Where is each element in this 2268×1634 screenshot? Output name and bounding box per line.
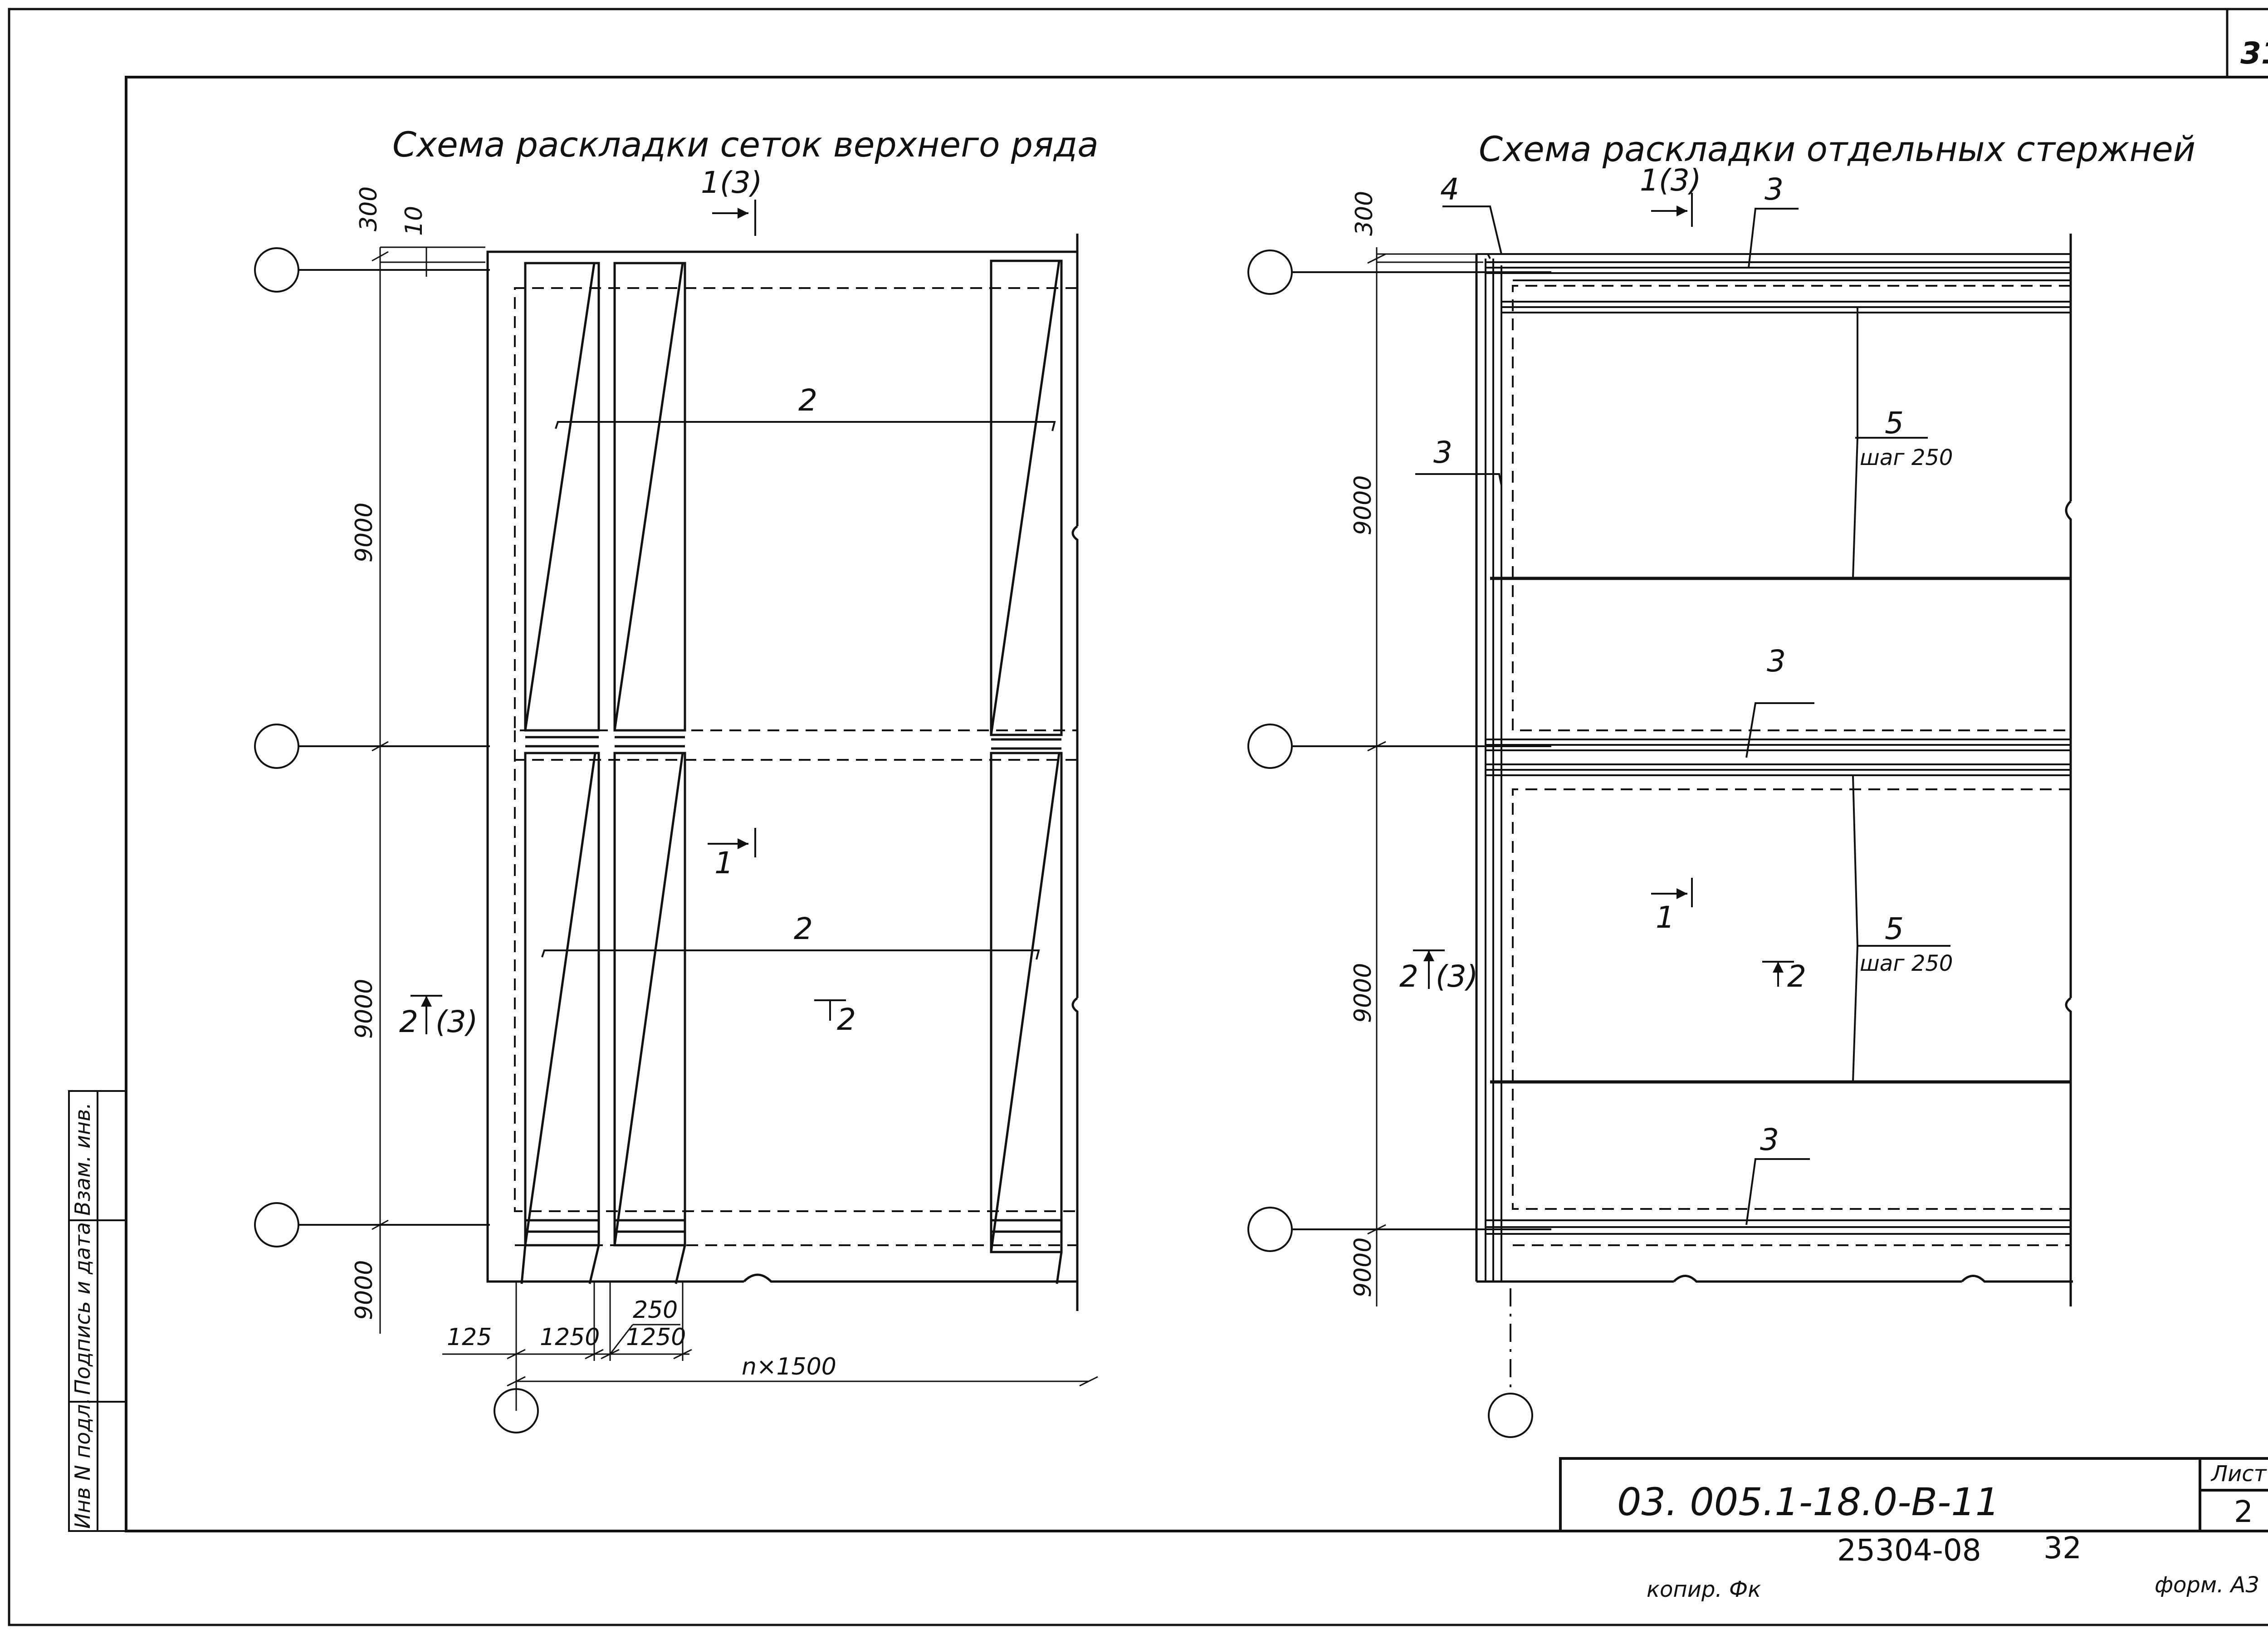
axis-bubble (254, 247, 299, 293)
dim-10: 10 (401, 206, 428, 236)
page-ref: 32 (2043, 1531, 2082, 1566)
left-mesh-leaders (541, 421, 1056, 960)
dim-250: 250 (633, 1296, 678, 1324)
section-mark-center-right: 2 (1787, 959, 1806, 994)
title-block (1559, 1457, 2268, 1532)
dim-300: 300 (355, 186, 382, 231)
sheet-number: 2 (2234, 1494, 2253, 1529)
left-bottom-dimensions (442, 1282, 1098, 1411)
mesh-label-bottom: 2 (794, 911, 813, 946)
right-scheme: Схема раскладки отдельных стержней 300 9… (1247, 129, 2195, 1438)
left-mesh-dashed (514, 287, 1077, 1246)
copied-by: копир. Фк (1647, 1577, 1761, 1602)
pos-3-bottom-label: 3 (1760, 1122, 1779, 1157)
sheet-frame (8, 8, 2268, 1626)
left-vertical-dimensions (371, 246, 485, 1334)
pos-5-top-label: 5 (1885, 406, 1904, 440)
doc-code: 03. 005.1-18.0-В-11 (1617, 1480, 1999, 1524)
right-section-marks (1413, 193, 1794, 989)
dim-9000-right-b: 9000 (1349, 963, 1377, 1023)
axis-bubble (1247, 724, 1293, 769)
side-stamp (68, 1090, 127, 1532)
left-mesh-strips (520, 259, 1063, 1284)
axis-markers-left (254, 247, 539, 1433)
dim-total: n×1500 (742, 1353, 836, 1380)
section-mark-side-right: 2 (1399, 959, 1418, 994)
dim-1250-a: 1250 (540, 1324, 600, 1351)
section-ref-top-left: 1(3) (701, 165, 762, 200)
left-scheme-title: Схема раскладки сеток верхнего ряда (392, 124, 1099, 165)
right-scheme-title: Схема раскладки отдельных стержней (1479, 129, 2195, 169)
dim-300-right: 300 (1351, 191, 1378, 236)
page-number: 31 (2240, 36, 2268, 71)
axis-markers-right (1247, 250, 1551, 1438)
step-bottom-label: шаг 250 (1860, 951, 1953, 976)
pos-4-label: 4 (1440, 172, 1459, 207)
section-ref-top-right: 1(3) (1640, 163, 1701, 198)
right-leaders (1415, 205, 1950, 1225)
section-mark-side-suffix-right: (3) (1436, 959, 1478, 994)
section-mark-mid-right: 1 (1656, 900, 1675, 935)
pos-3-top-label: 3 (1765, 172, 1784, 207)
step-top-label: шаг 250 (1860, 445, 1953, 470)
dim-9000-c: 9000 (351, 1260, 378, 1320)
stamp-signature-date: Подпись и дата (70, 1222, 95, 1395)
stamp-inv-no: Инв N подл. (70, 1398, 95, 1529)
right-vertical-dimensions (1367, 247, 1483, 1306)
mesh-label-top: 2 (798, 383, 817, 418)
left-slab-outline (486, 234, 1079, 1311)
axis-bubble (1488, 1393, 1533, 1438)
axis-bubble (254, 724, 299, 769)
right-top-bars (1486, 261, 2071, 1084)
format-label: форм. А3 (2155, 1572, 2259, 1598)
left-scheme: Схема раскладки сеток верхнего ряда 300 … (254, 124, 1099, 1433)
stamp-replaced-inv: Взам. инв. (70, 1102, 95, 1216)
section-mark-mid-left: 1 (714, 846, 733, 881)
right-mesh-dashed (1512, 285, 2071, 1246)
sheet-label: Лист (2210, 1461, 2268, 1487)
pos-3-mid-label: 3 (1767, 644, 1786, 679)
pos-5-bottom-label: 5 (1885, 911, 1904, 946)
archive-number: 25304-08 (1837, 1533, 1981, 1568)
axis-bubble (1247, 1207, 1293, 1252)
dim-9000-a: 9000 (351, 503, 378, 563)
pos-3-left-label: 3 (1433, 435, 1452, 470)
right-mid-bars (1486, 739, 2071, 1235)
dim-1250-b: 1250 (626, 1324, 686, 1351)
left-section-marks (411, 200, 846, 1034)
axis-bubble (254, 1202, 299, 1248)
dim-9000-right-a: 9000 (1349, 475, 1377, 535)
right-slab-outline (1475, 234, 2073, 1306)
section-mark-center-left: 2 (837, 1002, 856, 1037)
dim-125: 125 (447, 1324, 492, 1351)
section-mark-side-suffix-left: (3) (435, 1004, 478, 1039)
dim-9000-right-c: 9000 (1349, 1238, 1377, 1297)
axis-bubble (1247, 250, 1293, 295)
dim-9000-b: 9000 (351, 979, 378, 1039)
section-mark-side-left: 2 (399, 1004, 418, 1039)
